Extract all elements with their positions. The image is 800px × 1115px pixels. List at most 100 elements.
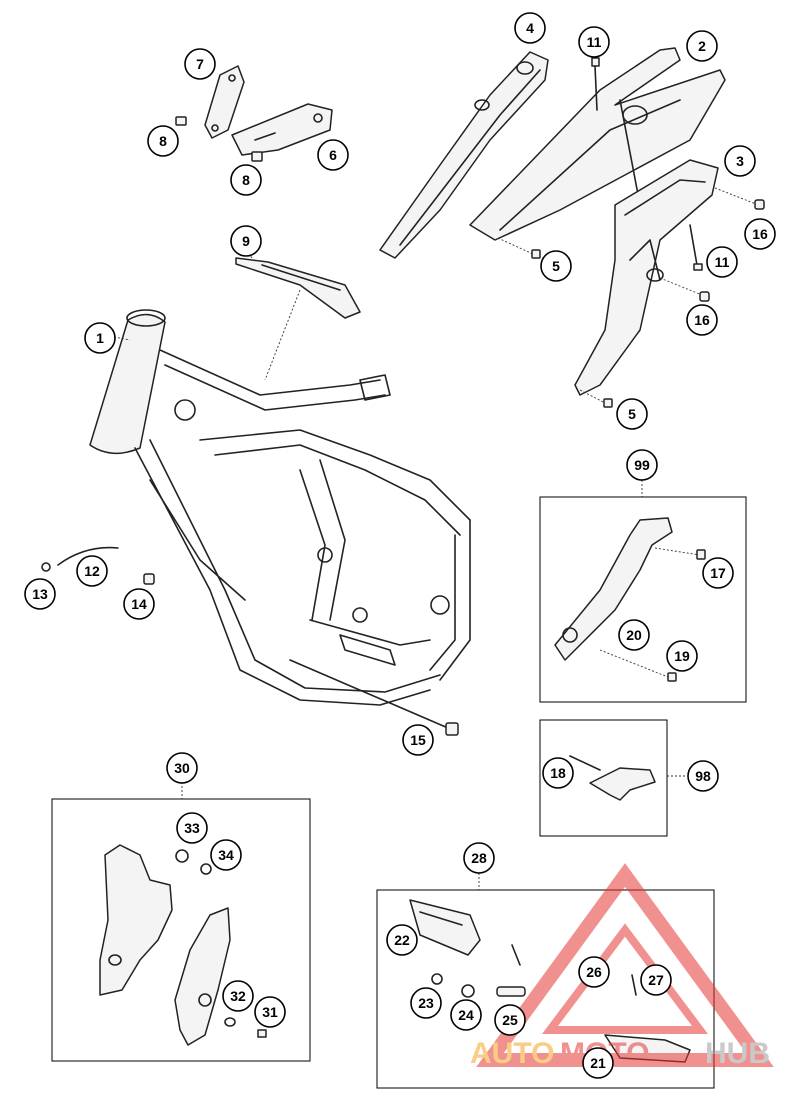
svg-text:3: 3 xyxy=(736,153,744,169)
svg-text:17: 17 xyxy=(710,565,726,581)
callout-26: 26 xyxy=(578,956,610,988)
clip-34 xyxy=(200,863,212,875)
pin-25 xyxy=(496,986,526,997)
washer-23 xyxy=(431,973,443,985)
callout-18: 18 xyxy=(542,757,574,789)
main-frame xyxy=(89,309,471,706)
pin-26 xyxy=(511,944,521,966)
svg-text:16: 16 xyxy=(752,226,768,242)
svg-text:25: 25 xyxy=(502,1012,518,1028)
svg-text:21: 21 xyxy=(590,1055,606,1071)
pedal-tip xyxy=(569,755,656,801)
callout-12: 12 xyxy=(76,555,108,587)
svg-text:11: 11 xyxy=(715,254,730,270)
bracket-arm xyxy=(379,51,549,259)
watermark-auto: AUTO xyxy=(470,1037,554,1070)
callout-9: 9 xyxy=(230,225,262,257)
svg-text:24: 24 xyxy=(458,1007,474,1023)
callout-20: 20 xyxy=(618,619,650,651)
frame-protector-left xyxy=(99,844,173,996)
footrest-22 xyxy=(409,899,481,956)
callout-4: 4 xyxy=(514,12,546,44)
svg-text:22: 22 xyxy=(394,932,410,948)
assembly-box-98 xyxy=(539,719,668,837)
callout-13: 13 xyxy=(24,578,56,610)
bracket-plate-6 xyxy=(231,103,333,156)
callout-98: 98 xyxy=(687,760,719,792)
svg-text:14: 14 xyxy=(131,596,147,612)
bolt-11-lower xyxy=(689,224,703,271)
watermark-logo: AUTO MOTO HUB xyxy=(470,863,774,1070)
callout-11-upper: 11 xyxy=(578,26,610,58)
bolt-11-upper xyxy=(591,57,600,111)
svg-text:5: 5 xyxy=(628,406,636,422)
cotter-27 xyxy=(631,974,637,996)
callout-28: 28 xyxy=(463,842,495,874)
assembly-box-99 xyxy=(539,496,747,703)
callout-24: 24 xyxy=(450,999,482,1031)
bracket-plate-7 xyxy=(204,65,245,139)
callout-2: 2 xyxy=(686,30,718,62)
callout-25: 25 xyxy=(494,1004,526,1036)
callout-99: 99 xyxy=(626,449,658,481)
callout-14: 14 xyxy=(123,588,155,620)
svg-text:12: 12 xyxy=(84,563,100,579)
callout-5-upper: 5 xyxy=(540,250,572,282)
callout-16-lower: 16 xyxy=(686,304,718,336)
callout-34: 34 xyxy=(210,839,242,871)
spring-24 xyxy=(461,984,475,998)
svg-text:5: 5 xyxy=(552,258,560,274)
screw-31 xyxy=(257,1029,267,1038)
callout-6: 6 xyxy=(317,139,349,171)
svg-text:26: 26 xyxy=(586,964,602,980)
callout-21: 21 xyxy=(582,1047,614,1079)
callout-27: 27 xyxy=(640,964,672,996)
svg-text:31: 31 xyxy=(262,1004,278,1020)
watermark-hub: HUB xyxy=(705,1037,770,1070)
bolt-8-upper xyxy=(175,116,187,126)
svg-text:20: 20 xyxy=(626,627,642,643)
frame-protector-right xyxy=(174,907,231,1046)
svg-text:30: 30 xyxy=(174,760,190,776)
svg-text:7: 7 xyxy=(196,56,204,72)
callout-16-upper: 16 xyxy=(744,218,776,250)
svg-text:19: 19 xyxy=(674,648,690,664)
callout-31: 31 xyxy=(254,996,286,1028)
svg-text:27: 27 xyxy=(648,972,664,988)
callout-8-lower: 8 xyxy=(230,164,262,196)
clip-33 xyxy=(175,849,189,863)
svg-text:28: 28 xyxy=(471,850,487,866)
svg-text:9: 9 xyxy=(242,233,250,249)
svg-text:99: 99 xyxy=(634,457,650,473)
callout-11-lower: 11 xyxy=(706,246,738,278)
svg-text:11: 11 xyxy=(587,34,602,50)
callout-33: 33 xyxy=(176,812,208,844)
assembly-box-30 xyxy=(51,798,311,1062)
callout-30: 30 xyxy=(166,752,198,784)
svg-text:18: 18 xyxy=(550,765,566,781)
svg-text:15: 15 xyxy=(410,732,426,748)
callout-1: 1 xyxy=(84,322,116,354)
svg-text:4: 4 xyxy=(526,20,534,36)
callout-3: 3 xyxy=(724,145,756,177)
callout-19: 19 xyxy=(666,640,698,672)
frame-nut xyxy=(143,573,155,585)
callout-5-lower: 5 xyxy=(616,398,648,430)
chain-guide xyxy=(235,257,361,381)
hose xyxy=(57,546,119,566)
hose-clip xyxy=(41,562,51,572)
bolt-5-upper xyxy=(497,237,541,259)
callout-22: 22 xyxy=(386,924,418,956)
svg-text:6: 6 xyxy=(329,147,337,163)
svg-text:98: 98 xyxy=(695,768,711,784)
bolt-5-lower xyxy=(579,389,613,408)
callout-15: 15 xyxy=(402,724,434,756)
svg-text:8: 8 xyxy=(242,172,250,188)
nut-16-upper xyxy=(714,187,765,210)
callout-23: 23 xyxy=(410,987,442,1019)
svg-text:2: 2 xyxy=(698,38,706,54)
brake-pedal xyxy=(554,517,706,682)
bolt-8-lower xyxy=(251,151,263,162)
swingarm-bolt xyxy=(289,659,459,736)
